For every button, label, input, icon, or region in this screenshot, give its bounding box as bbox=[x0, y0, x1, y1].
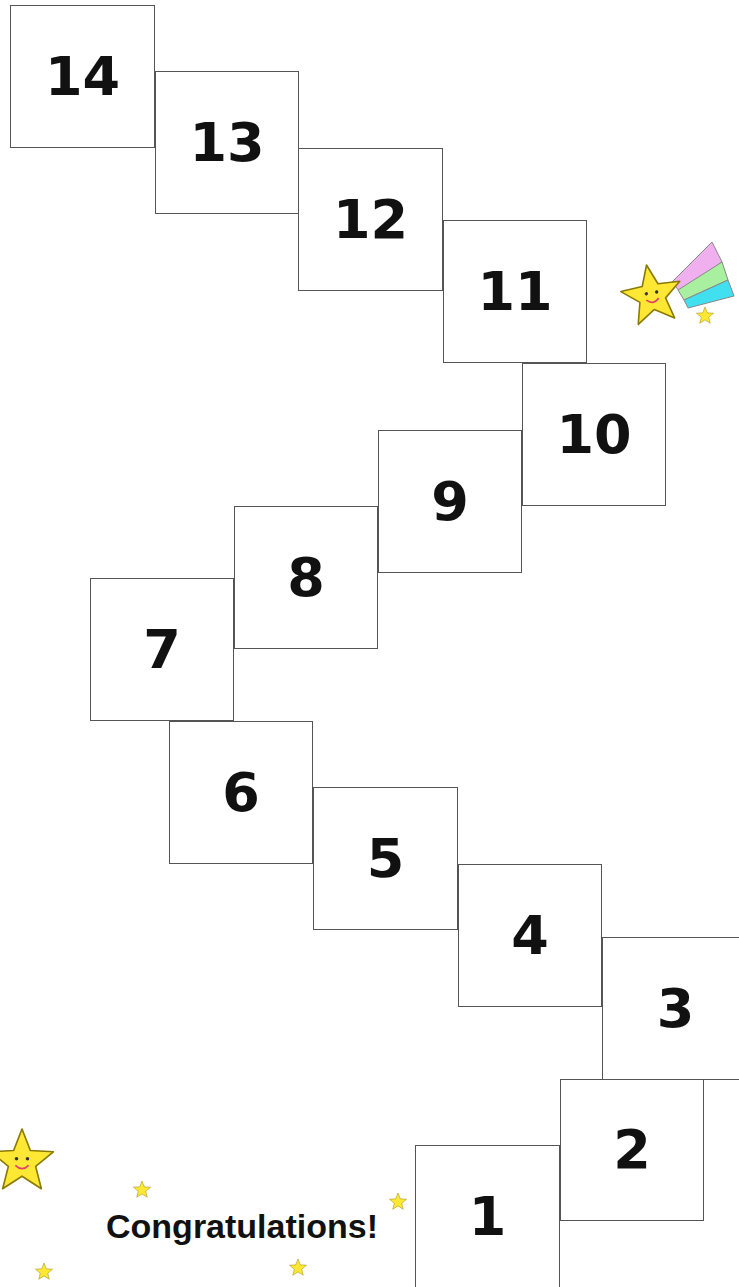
board-square: 1 bbox=[415, 1145, 560, 1287]
board-square: 3 bbox=[602, 937, 739, 1080]
board-square: 7 bbox=[90, 578, 234, 721]
board-square: 10 bbox=[522, 363, 666, 506]
square-number: 4 bbox=[511, 909, 549, 963]
square-number: 12 bbox=[333, 193, 408, 247]
board-square: 5 bbox=[313, 787, 458, 930]
shooting-star bbox=[617, 242, 734, 326]
square-number: 10 bbox=[556, 408, 631, 462]
finish-message: Congratulations! bbox=[106, 1208, 378, 1245]
board-square: 8 bbox=[234, 506, 378, 649]
square-number: 8 bbox=[287, 551, 325, 605]
square-number: 9 bbox=[431, 475, 469, 529]
square-number: 3 bbox=[657, 982, 695, 1036]
board-square: 6 bbox=[169, 721, 313, 864]
square-number: 2 bbox=[613, 1123, 651, 1177]
square-number: 5 bbox=[367, 832, 405, 886]
board-square: 4 bbox=[458, 864, 602, 1007]
square-number: 11 bbox=[477, 265, 552, 319]
square-number: 6 bbox=[222, 766, 260, 820]
board-square: 9 bbox=[378, 430, 522, 573]
board-square: 14 bbox=[10, 5, 155, 148]
board-square: 12 bbox=[298, 148, 443, 291]
board-square: 13 bbox=[155, 71, 299, 214]
board-square: 11 bbox=[443, 220, 587, 363]
square-number: 14 bbox=[45, 50, 120, 104]
celebration-stars bbox=[0, 1129, 407, 1279]
square-number: 13 bbox=[189, 116, 264, 170]
square-number: 1 bbox=[469, 1190, 507, 1244]
square-number: 7 bbox=[143, 623, 181, 677]
board-square: 2 bbox=[560, 1079, 704, 1221]
